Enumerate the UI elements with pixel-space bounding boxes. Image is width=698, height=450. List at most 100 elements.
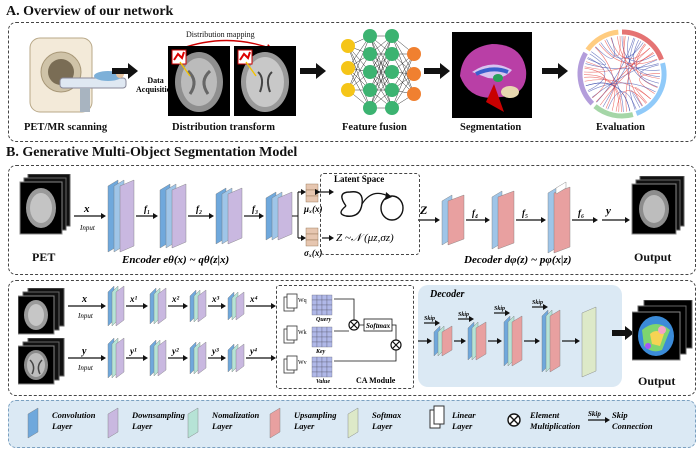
attention-cell	[316, 341, 323, 348]
attention-cell	[311, 309, 318, 316]
label-distribution-transform: Distribution transform	[172, 122, 275, 133]
nn-edge	[369, 53, 393, 109]
nn-node	[363, 29, 377, 43]
chord-arc	[621, 29, 664, 61]
legend-label: Layer	[51, 421, 73, 431]
legend-label: Layer	[371, 421, 393, 431]
nn-edge	[369, 35, 393, 91]
chord-link	[589, 53, 624, 112]
chord-link	[595, 37, 615, 59]
vae-panel	[8, 165, 696, 275]
nn-node	[385, 65, 399, 79]
skip-arrow	[543, 304, 548, 310]
sigma-label: σₓ(x)	[304, 248, 322, 258]
skip-connection-icon	[605, 417, 610, 423]
attention-cell	[326, 309, 333, 316]
attention-cell	[326, 356, 333, 363]
downsampling-layer	[171, 183, 187, 249]
attention-cell	[311, 356, 318, 363]
legend-swatch	[107, 407, 119, 439]
x-input-arrow	[101, 303, 106, 309]
f-label: f₄	[472, 208, 478, 218]
mu-arrow	[301, 189, 306, 195]
legend-label: Skip	[612, 410, 628, 420]
attention-cell	[311, 326, 318, 333]
skip-label: Skip	[532, 300, 543, 306]
chord-link	[605, 36, 626, 109]
legend-label: Layer	[131, 421, 153, 431]
skip-arrow	[469, 316, 474, 322]
attention-cell	[311, 366, 318, 373]
legend-label: Convolution	[52, 410, 96, 420]
attention-cell	[311, 336, 318, 343]
pet-output-stack	[631, 176, 685, 235]
forward-arrow	[143, 355, 148, 361]
attention-cell	[321, 304, 328, 311]
attention-cell	[326, 341, 333, 348]
forward-arrow	[271, 355, 276, 361]
chord-link	[631, 90, 643, 108]
forward-arrow	[485, 217, 490, 223]
chord-link	[584, 61, 604, 70]
chord-link	[617, 36, 660, 79]
section-a-title: A. Overview of our network	[6, 4, 174, 19]
attention-cell	[316, 304, 323, 311]
attention-cell	[316, 294, 323, 301]
nn-edge	[391, 35, 415, 95]
legend-label: Layer	[293, 421, 315, 431]
sigma-arrow	[301, 235, 306, 241]
skip-arrow	[435, 320, 440, 326]
forward-arrow	[461, 338, 466, 344]
attention-cell	[326, 294, 333, 301]
nn-node	[385, 29, 399, 43]
chord-link	[585, 82, 631, 112]
forward-arrow	[259, 213, 264, 219]
y-feature-label: y⁴	[249, 346, 257, 356]
skip-arrow	[505, 310, 510, 316]
chord-link	[625, 43, 646, 112]
chord-diagram-icon	[577, 29, 667, 119]
chord-arc	[577, 51, 595, 106]
attention-cell	[316, 331, 323, 338]
chord-link	[587, 51, 606, 66]
mu-out	[315, 189, 320, 195]
f-label: f₃	[252, 204, 258, 214]
upsampling-layer	[441, 325, 453, 357]
arrow-icon	[542, 63, 568, 79]
attention-cell	[316, 361, 323, 368]
latent-loop-icon	[340, 191, 404, 221]
f-label: f₅	[522, 208, 528, 218]
legend-label: Softmax	[372, 410, 402, 420]
latent-vector-cell	[305, 233, 319, 241]
multiplication-icon	[392, 341, 400, 349]
attention-cell	[321, 336, 328, 343]
f-label: f₆	[578, 208, 584, 218]
spacer	[555, 181, 567, 195]
weight-label: Wq	[298, 298, 307, 304]
softmax-label: Softmax	[366, 322, 391, 330]
y-input-arrow	[101, 355, 106, 361]
nn-edge	[391, 53, 415, 109]
chord-link	[585, 63, 659, 69]
attention-cell	[321, 366, 328, 373]
nn-edge	[391, 35, 415, 75]
skip-label: Skip	[494, 306, 505, 312]
nn-node	[407, 87, 421, 101]
nn-node	[385, 47, 399, 61]
chord-link	[602, 40, 642, 108]
nn-edge	[391, 53, 415, 95]
downsampling-layer	[157, 339, 167, 377]
attention-cell	[326, 331, 333, 338]
nn-node	[385, 83, 399, 97]
nn-edge	[347, 45, 371, 109]
input-x-label: x	[83, 203, 90, 215]
latent-space-title: Latent Space	[334, 174, 385, 184]
nn-edge	[347, 35, 371, 91]
softmax-layer	[581, 306, 597, 378]
upsampling-layer	[511, 315, 523, 367]
nn-node	[363, 83, 377, 97]
latent-in	[329, 189, 334, 195]
latent-vector-cell	[305, 239, 319, 247]
downsampling-layer	[119, 179, 135, 253]
downsampling-layer	[235, 291, 245, 321]
